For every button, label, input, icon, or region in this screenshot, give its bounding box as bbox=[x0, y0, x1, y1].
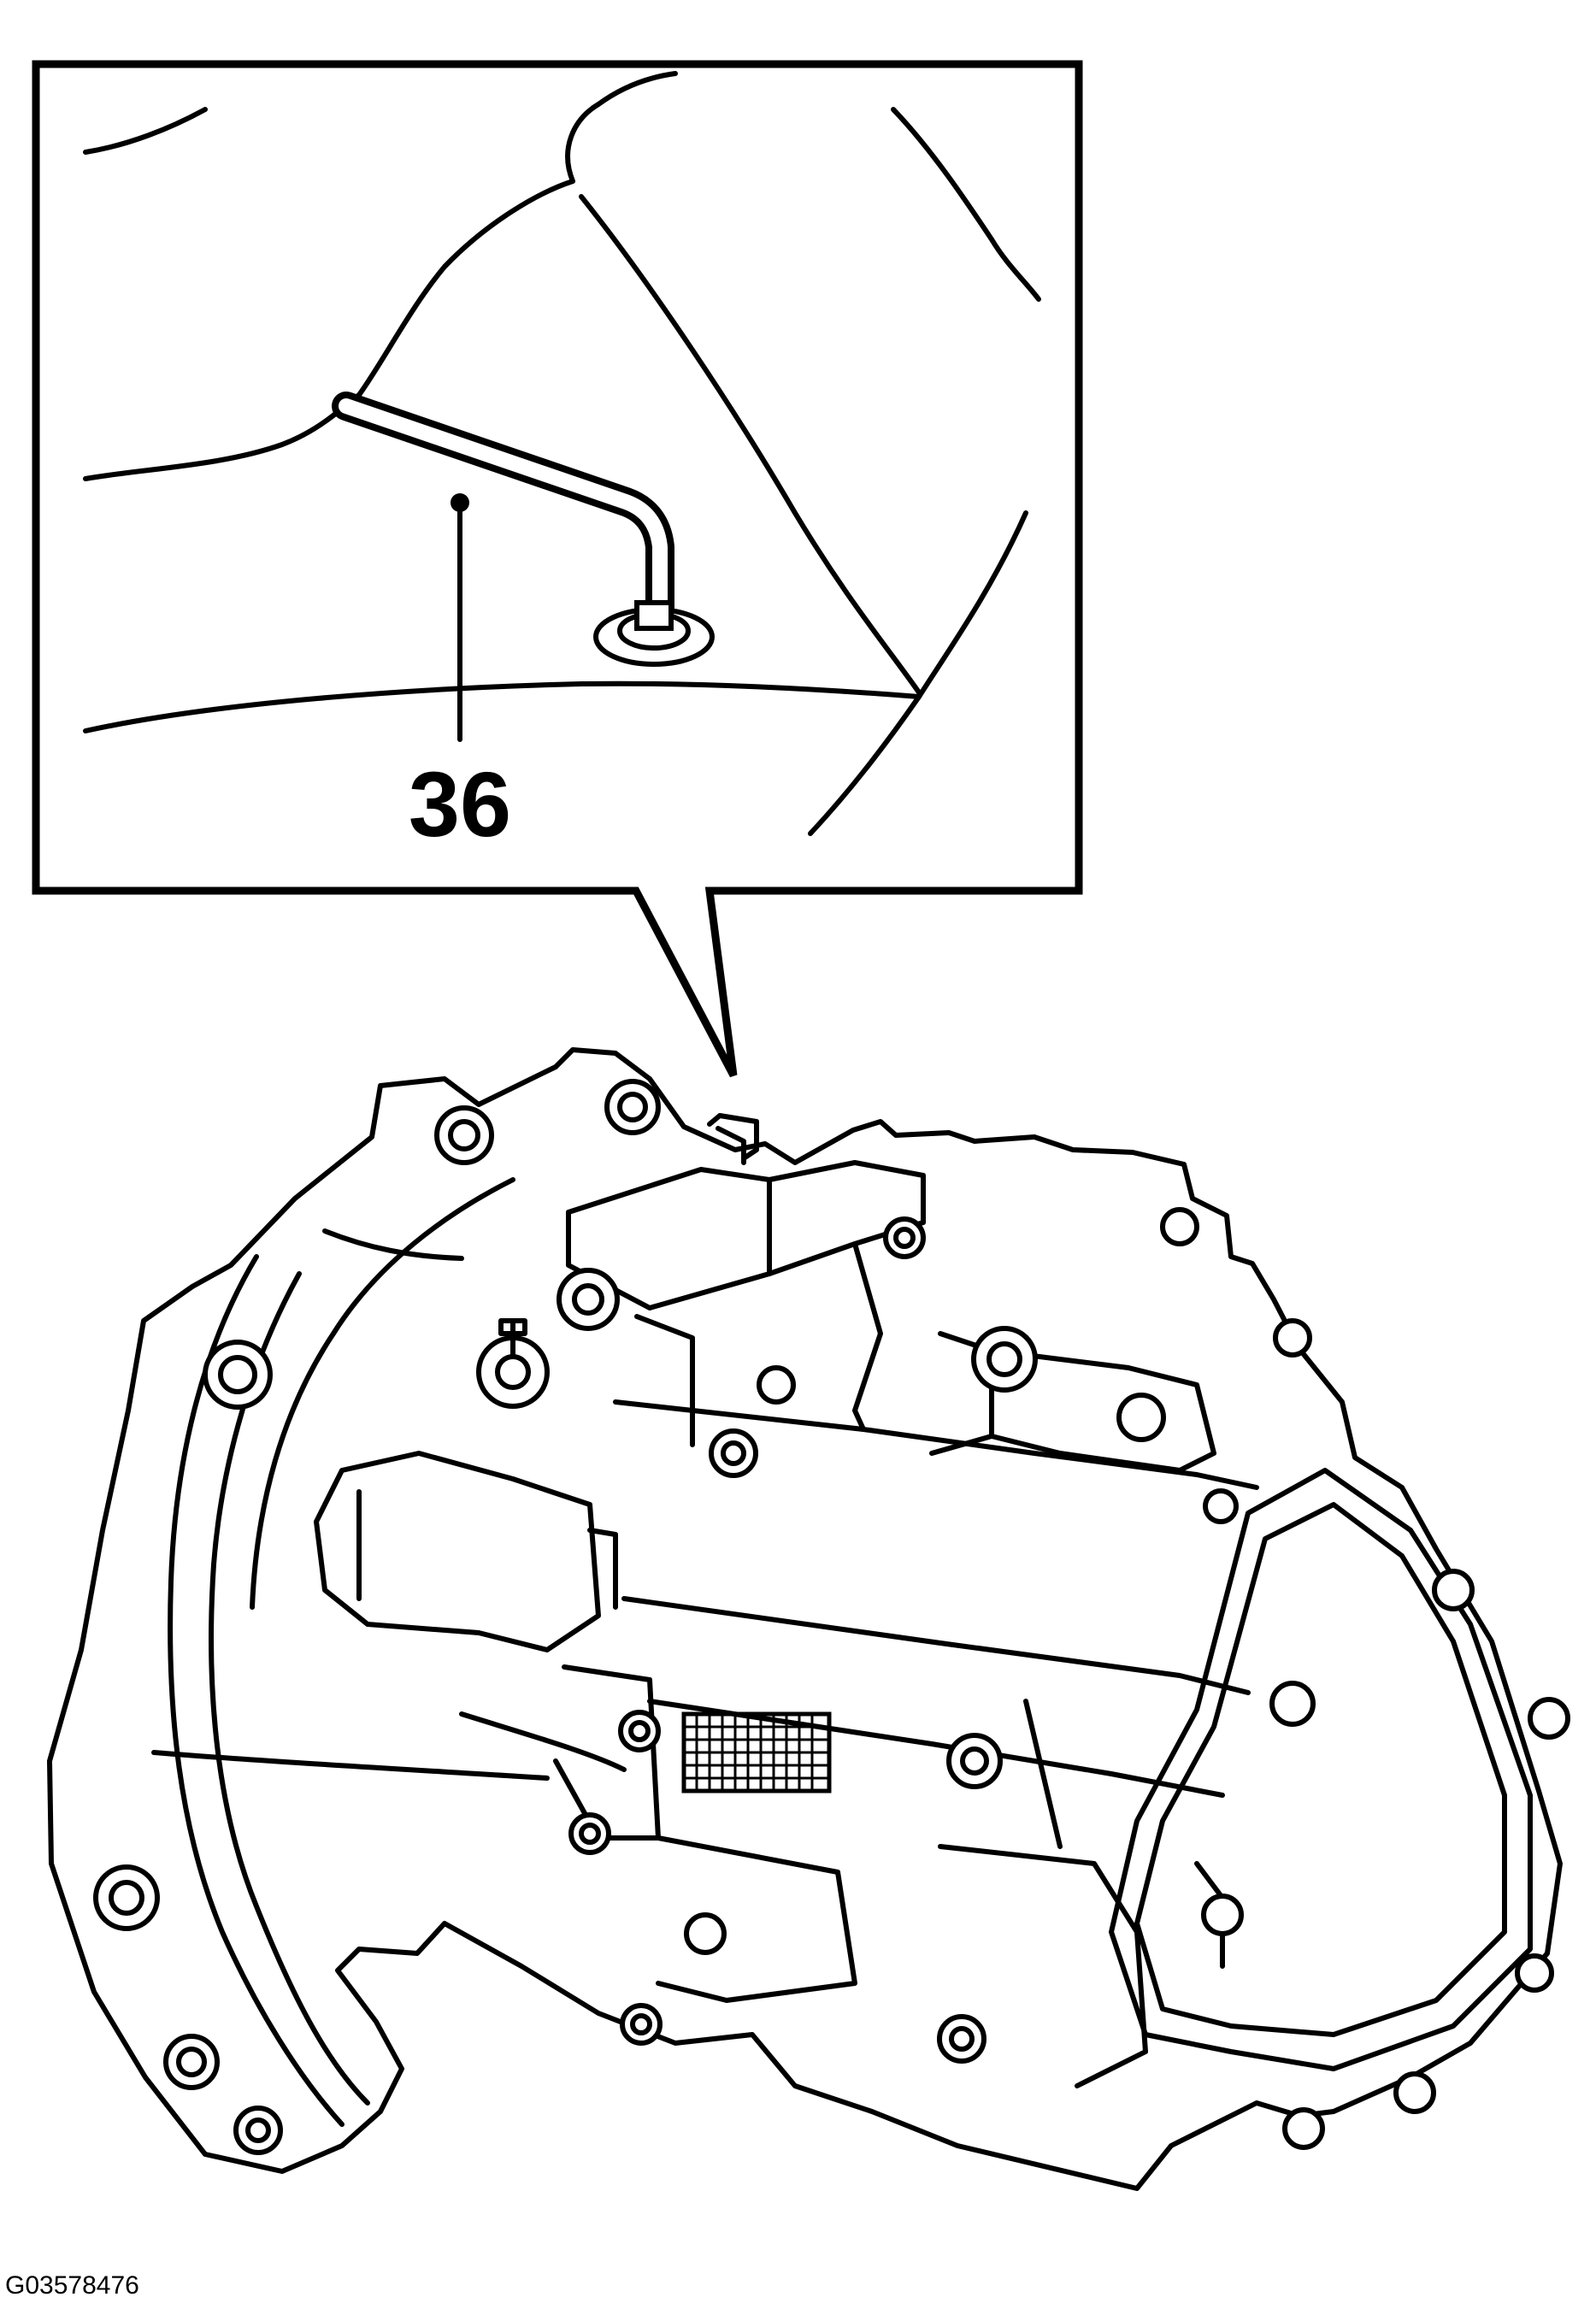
breather-hose-core bbox=[339, 398, 668, 616]
leader-dot bbox=[451, 493, 469, 512]
breather-hose-outline bbox=[332, 392, 674, 623]
inset-frame bbox=[32, 60, 1083, 1078]
bell-window bbox=[314, 1451, 601, 1652]
hose-stub bbox=[707, 1113, 759, 1161]
transmission-housing bbox=[47, 1047, 1570, 2191]
bell-housing bbox=[47, 1047, 1563, 2191]
figure-code: G03578476 bbox=[5, 2271, 139, 2300]
rear-cover bbox=[1109, 1468, 1533, 2071]
detail-inset: 36 bbox=[32, 60, 1083, 1078]
callout-label: 36 bbox=[409, 752, 511, 856]
vent-grid bbox=[681, 1711, 832, 1794]
bolts bbox=[93, 1079, 1570, 2155]
